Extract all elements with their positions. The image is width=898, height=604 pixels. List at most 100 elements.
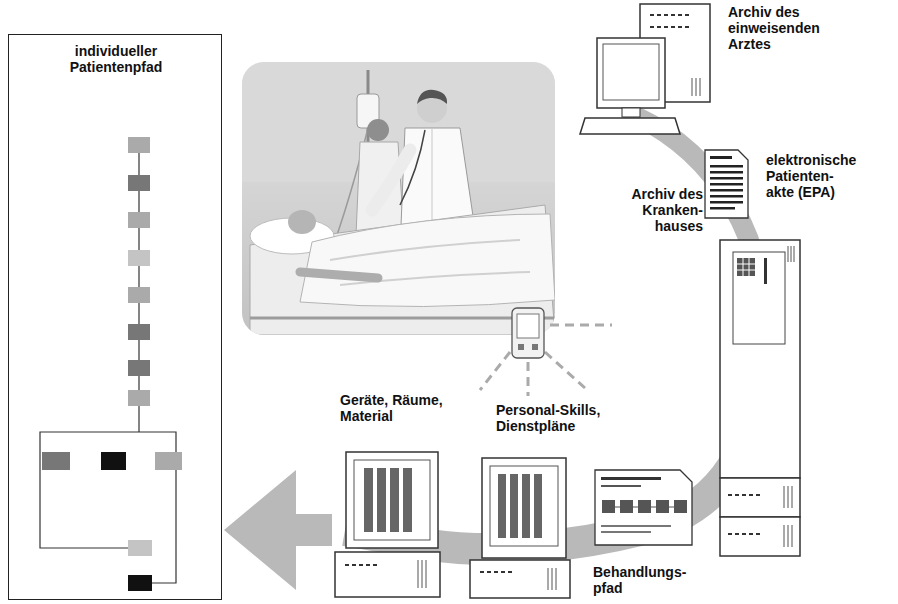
pathway-steps	[40, 137, 182, 591]
computer-icon	[480, 571, 515, 573]
computer-icon	[700, 78, 701, 96]
pathway-steps	[128, 390, 150, 406]
handheld-device	[518, 344, 524, 350]
server-archive: Archiv des Kranken- hauses	[598, 186, 803, 558]
document-icon	[674, 500, 687, 513]
document-icon	[601, 485, 641, 487]
pathway-steps	[128, 250, 150, 266]
pathway-steps	[128, 212, 150, 228]
ward-photo	[250, 205, 555, 335]
document-icon	[601, 531, 651, 533]
document-item: elektronische Patienten- akte (EPA)	[700, 148, 890, 223]
computer-icon	[345, 564, 380, 566]
handheld-device	[545, 352, 585, 388]
ward-photo	[288, 210, 316, 234]
document-icon	[710, 207, 735, 210]
pathway-steps	[128, 287, 150, 303]
pathway-steps	[42, 452, 70, 470]
computer-icon	[470, 560, 570, 598]
computer-icon	[534, 474, 542, 538]
handheld-device	[550, 324, 612, 327]
server-icon	[720, 240, 800, 556]
node-label: individueller Patientenpfad	[46, 43, 186, 75]
pathway-steps	[128, 540, 152, 556]
document-icon	[710, 195, 743, 198]
server-icon	[728, 494, 760, 496]
ward-photo	[300, 272, 378, 278]
document-icon	[638, 500, 651, 513]
server-icon	[728, 533, 760, 535]
computer-icon	[377, 468, 386, 532]
document-icon	[601, 525, 671, 527]
computer-icon	[390, 468, 399, 532]
ward-photo	[400, 130, 425, 205]
computer-icon	[335, 552, 440, 597]
ward-photo	[367, 119, 389, 141]
computer-icon	[692, 78, 693, 96]
document-icon	[710, 183, 743, 186]
handheld-device	[480, 308, 612, 396]
pathway-steps	[128, 360, 150, 376]
computer-icon	[580, 118, 680, 134]
computer-icon	[498, 474, 506, 538]
document-icon	[595, 470, 692, 545]
document-icon	[656, 500, 669, 513]
computer-icon	[597, 38, 665, 108]
server-icon	[737, 258, 755, 276]
node-label: Archiv des einweisenden Arztes	[728, 4, 838, 52]
computer-icon	[470, 458, 570, 598]
computer-icon	[650, 26, 690, 28]
server-icon	[720, 240, 800, 478]
ward-photo	[242, 62, 555, 335]
pathway-steps	[128, 324, 150, 340]
document-icon	[705, 150, 748, 218]
document-icon	[710, 201, 743, 204]
computer-station: Personal-Skills, Dienstpläne	[468, 402, 628, 600]
node-label: Personal-Skills, Dienstpläne	[496, 402, 621, 434]
handheld-device	[532, 344, 538, 350]
ward-photo	[300, 214, 555, 307]
ward-photo	[417, 90, 447, 104]
ward-photo	[250, 317, 555, 320]
document-icon	[710, 165, 743, 168]
server-icon	[764, 258, 767, 284]
ward-photo	[242, 62, 555, 335]
server-icon	[784, 486, 792, 547]
document-icon	[705, 150, 748, 218]
computer-icon	[696, 78, 697, 96]
document-icon	[601, 477, 661, 480]
pathway-steps	[128, 137, 150, 153]
pathway-steps	[155, 452, 182, 470]
computer-icon	[364, 468, 373, 532]
document-icon	[595, 470, 692, 545]
document-icon	[620, 500, 633, 513]
server-icon	[737, 258, 755, 276]
computer-icon	[603, 44, 659, 100]
flow-arrow	[224, 470, 332, 590]
node-label: Archiv des Kranken- hauses	[598, 186, 703, 234]
computer-icon	[490, 466, 558, 546]
node-label: Behandlungs- pfad	[593, 564, 698, 596]
computer-icon	[335, 452, 440, 597]
handheld-device	[512, 308, 544, 358]
document-icon	[710, 189, 743, 192]
document-icon	[710, 171, 743, 174]
flow-band	[345, 325, 765, 549]
computer-icon	[622, 108, 640, 117]
document-icon	[710, 156, 732, 159]
server-icon	[788, 246, 794, 262]
pathway-steps	[128, 575, 152, 591]
pathway-steps	[128, 175, 150, 191]
ward-photo	[372, 150, 410, 210]
computer-icon	[354, 460, 430, 540]
computer-icon	[418, 560, 426, 588]
computer-icon	[403, 468, 412, 532]
node-label: Geräte, Räume, Material	[340, 392, 450, 424]
computer-icon	[548, 568, 556, 590]
document-item: Behandlungs- pfad	[590, 466, 700, 601]
computer-station: Geräte, Räume, Material	[332, 392, 452, 600]
computer-icon	[580, 4, 710, 134]
